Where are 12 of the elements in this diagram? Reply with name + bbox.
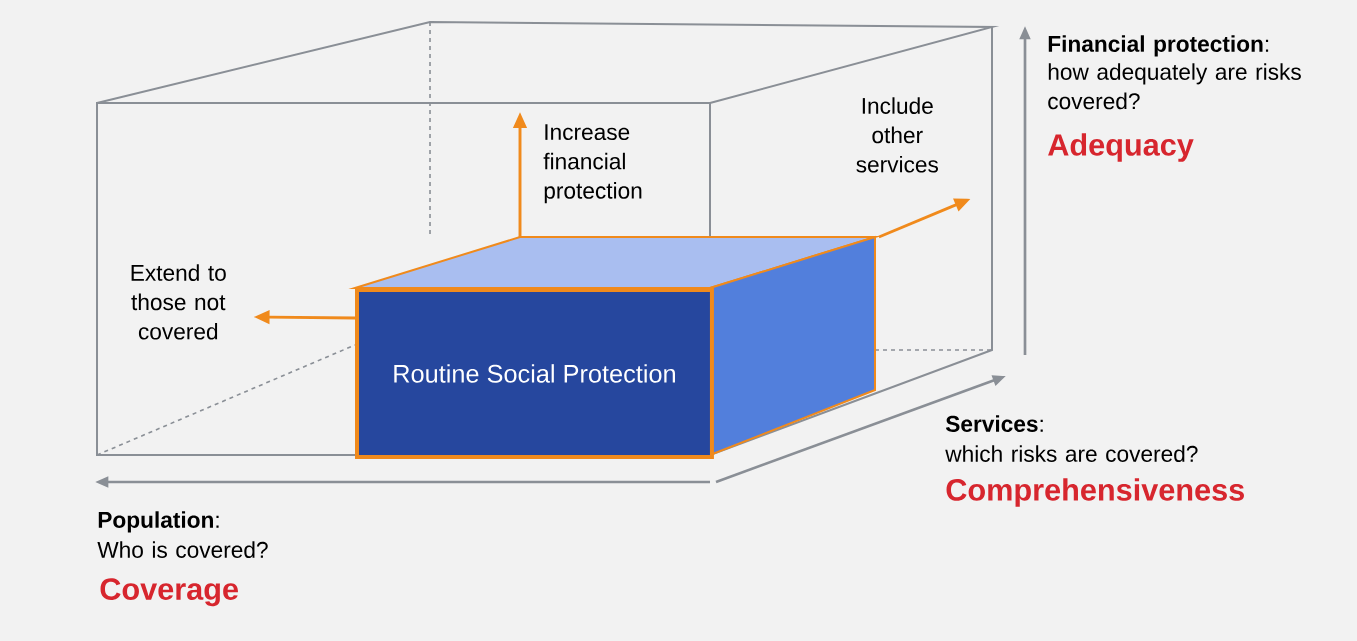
arrow-caption: Extend to those not covered: [131, 264, 226, 340]
arrow-caption: Include other services: [856, 97, 938, 173]
axis-question: Who is covered?: [97, 541, 268, 558]
dimension-name: Comprehensiveness: [946, 478, 1244, 507]
axis-question: which risks are covered?: [945, 445, 1198, 462]
arrow-caption: Increase financial protection: [543, 124, 642, 204]
axis-heading: Financial protection:: [1048, 35, 1269, 57]
axis-heading: Services:: [945, 415, 1043, 432]
dimension-name: Coverage: [100, 578, 238, 607]
dimension-name: Adequacy: [1048, 133, 1194, 162]
axis-heading: Population:: [98, 511, 219, 533]
axis-question: how adequately are risks covered?: [1048, 63, 1301, 110]
